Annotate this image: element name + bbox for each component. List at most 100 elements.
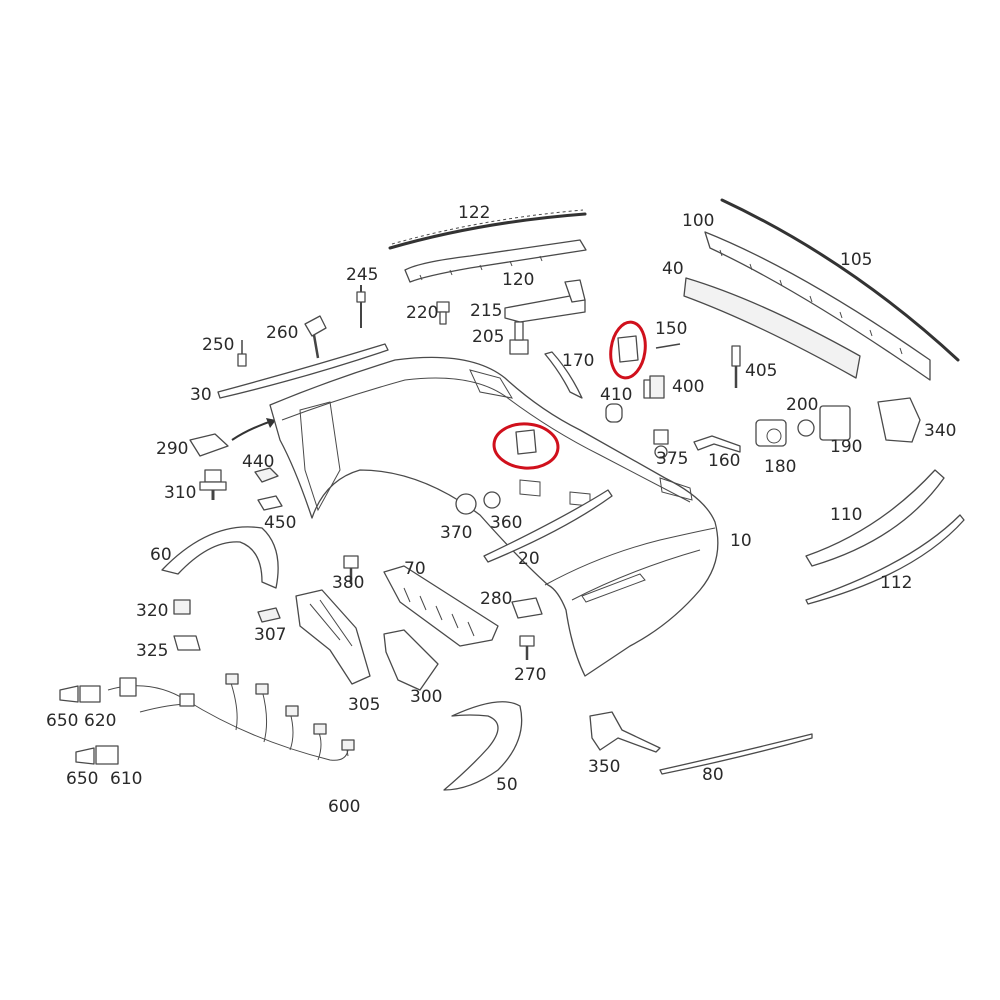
part-112-strip — [805, 514, 965, 605]
callout-300: 300 — [410, 687, 442, 707]
callout-112: 112 — [880, 573, 912, 593]
callout-450: 450 — [264, 513, 296, 533]
callout-200: 200 — [786, 395, 818, 415]
part-620-connector — [79, 677, 137, 703]
callout-600: 600 — [328, 797, 360, 817]
part-220-clip — [436, 301, 450, 325]
part-122-trim-strip — [388, 209, 587, 250]
callout-290: 290 — [156, 439, 188, 459]
part-610-connector — [95, 745, 119, 765]
part-20-strip — [483, 489, 613, 563]
callout-610: 610 — [110, 769, 142, 789]
callout-340: 340 — [924, 421, 956, 441]
part-450-nut — [257, 495, 283, 511]
callout-150: 150 — [655, 319, 687, 339]
callout-375: 375 — [656, 449, 688, 469]
part-310-screw — [199, 469, 227, 500]
part-110-reflector-trim — [805, 469, 945, 567]
callout-60: 60 — [150, 545, 172, 565]
callout-160: 160 — [708, 451, 740, 471]
part-360-washer — [483, 491, 501, 509]
part-307-clip — [257, 607, 281, 623]
callout-307: 307 — [254, 625, 286, 645]
highlight-circle-upper — [609, 320, 647, 380]
part-100-trim — [704, 231, 931, 381]
part-320-clip — [173, 599, 191, 615]
callout-405: 405 — [745, 361, 777, 381]
callout-20: 20 — [518, 549, 540, 569]
part-200-ring — [797, 419, 815, 437]
part-120-cover — [404, 239, 587, 283]
part-350-bracket — [589, 711, 661, 753]
part-40-reinforcement — [683, 277, 861, 379]
callout-400: 400 — [672, 377, 704, 397]
callout-370: 370 — [440, 523, 472, 543]
part-70-bracket — [383, 565, 499, 647]
part-260-bolt — [304, 315, 327, 359]
callout-245: 245 — [346, 265, 378, 285]
part-340-bracket — [877, 397, 921, 443]
callout-80: 80 — [702, 765, 724, 785]
part-170-bracket — [544, 351, 583, 399]
callout-250: 250 — [202, 335, 234, 355]
callout-320: 320 — [136, 601, 168, 621]
part-300-bracket — [383, 629, 439, 691]
callout-350: 350 — [588, 757, 620, 777]
callout-190: 190 — [830, 437, 862, 457]
part-105-strip — [720, 198, 960, 362]
callout-120: 120 — [502, 270, 534, 290]
callout-325: 325 — [136, 641, 168, 661]
part-400-holder — [643, 375, 665, 399]
part-280-clip — [511, 597, 543, 619]
part-plate-highlight — [492, 422, 560, 470]
callout-30: 30 — [190, 385, 212, 405]
part-80-strip — [659, 733, 813, 775]
callout-40: 40 — [662, 259, 684, 279]
part-sticker-highlight — [609, 320, 647, 380]
callout-310: 310 — [164, 483, 196, 503]
callout-205: 205 — [472, 327, 504, 347]
callout-360: 360 — [490, 513, 522, 533]
part-650-plug-upper — [59, 685, 79, 703]
callout-380: 380 — [332, 573, 364, 593]
part-10-bumper-cover — [269, 356, 719, 677]
callout-280: 280 — [480, 589, 512, 609]
callout-labels: 122 100 105 245 120 40 220 215 260 205 1… — [46, 203, 956, 817]
part-380-clip — [343, 555, 359, 584]
part-410-grommet — [605, 403, 623, 423]
part-180-sensor — [755, 419, 787, 447]
part-160-bracket — [693, 435, 741, 453]
part-440-clip — [254, 467, 279, 483]
part-600-harness — [107, 673, 355, 761]
callout-270: 270 — [514, 665, 546, 685]
part-215-bracket — [504, 279, 586, 323]
callout-50: 50 — [496, 775, 518, 795]
callout-10: 10 — [730, 531, 752, 551]
callout-220: 220 — [406, 303, 438, 323]
callout-110: 110 — [830, 505, 862, 525]
callout-305: 305 — [348, 695, 380, 715]
part-405-rivet — [731, 345, 741, 388]
part-50-liner — [443, 701, 523, 791]
part-190-holder — [819, 405, 851, 441]
callout-170: 170 — [562, 351, 594, 371]
callout-650-lower: 650 — [66, 769, 98, 789]
part-290-clip — [189, 418, 276, 457]
part-205-screw — [509, 321, 529, 355]
part-30-side-strip — [217, 343, 389, 399]
callout-620: 620 — [84, 711, 116, 731]
part-245-pin — [356, 285, 366, 328]
callout-260: 260 — [266, 323, 298, 343]
callout-440: 440 — [242, 452, 274, 472]
part-270-screw — [519, 635, 535, 660]
part-375-clip — [653, 429, 669, 459]
callout-100: 100 — [682, 211, 714, 231]
part-650-plug-lower — [75, 747, 95, 765]
highlight-circle-lower — [492, 422, 560, 470]
part-60-liner — [161, 526, 279, 589]
callout-410: 410 — [600, 385, 632, 405]
part-370-nut — [455, 493, 477, 515]
callout-650-upper: 650 — [46, 711, 78, 731]
